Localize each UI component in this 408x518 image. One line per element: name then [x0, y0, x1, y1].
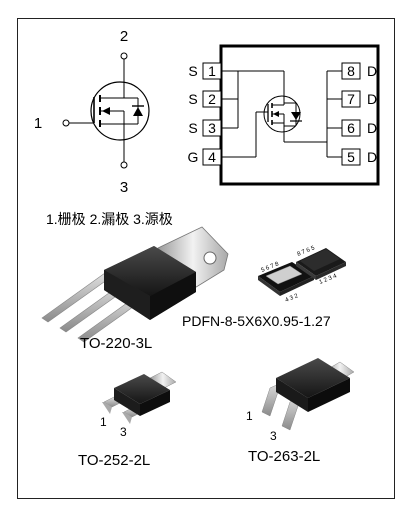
- pin-3-name: S: [188, 120, 197, 136]
- to263-pin3-label: 3: [270, 429, 277, 443]
- to252-label: TO-252-2L: [78, 452, 151, 469]
- to263-pin1-label: 1: [246, 409, 253, 423]
- to252-package-image: [102, 371, 177, 424]
- pinout-diagram: [202, 44, 380, 186]
- pin-6-number: 6: [347, 120, 355, 136]
- diagram-frame: [17, 18, 395, 499]
- pin-5-number: 5: [347, 149, 355, 165]
- pin-7-name: D: [367, 91, 377, 107]
- pin-4-name: G: [188, 149, 199, 165]
- pin-4-number: 4: [208, 149, 216, 165]
- to220-package-image: [41, 226, 229, 343]
- mosfet-symbol: [62, 52, 150, 169]
- pin-8-name: D: [367, 63, 377, 79]
- pin-8-number: 8: [347, 63, 355, 79]
- pin-2-name: S: [188, 91, 197, 107]
- to252-pin1-label: 1: [100, 415, 107, 429]
- pin-6-name: D: [367, 120, 377, 136]
- pin-7-number: 7: [347, 91, 355, 107]
- source-pin-label: 3: [120, 179, 128, 196]
- pdfn-pins-bottom-left: 4 3 2: [285, 293, 300, 304]
- pin-1-number: 1: [208, 63, 216, 79]
- to220-label: TO-220-3L: [80, 335, 153, 352]
- pdfn-package-image: [258, 248, 346, 296]
- to252-pin3-label: 3: [120, 425, 127, 439]
- pin-2-number: 2: [208, 91, 216, 107]
- to263-package-image: [261, 358, 355, 431]
- to263-label: TO-263-2L: [248, 448, 321, 465]
- pin-5-name: D: [367, 149, 377, 165]
- pdfn-label: PDFN-8-5X6X0.95-1.27: [182, 313, 331, 329]
- pin-3-number: 3: [208, 120, 216, 136]
- gate-pin-label: 1: [34, 115, 42, 132]
- pin-legend: 1.栅极 2.漏极 3.源极: [46, 211, 173, 227]
- pin-1-name: S: [188, 63, 197, 79]
- drain-pin-label: 2: [120, 28, 128, 45]
